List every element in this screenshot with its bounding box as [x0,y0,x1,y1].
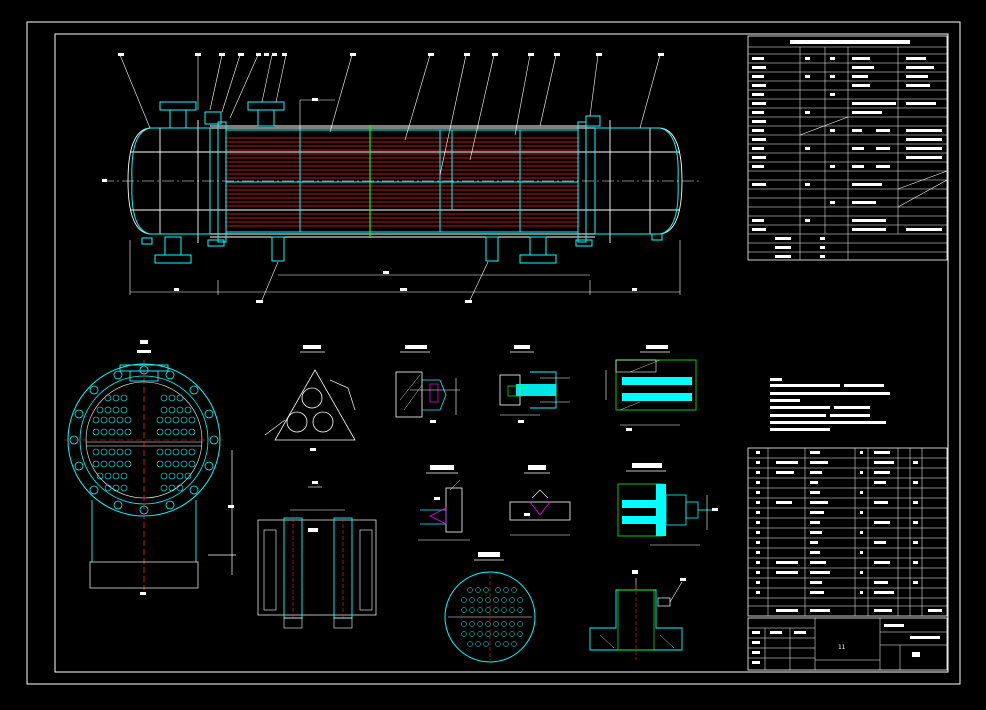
title-block: 11 [747,617,948,671]
inner-border [54,33,949,673]
detail-bolt-connection [617,463,718,546]
title-block-code: 11 [838,644,846,651]
tube-bundle [225,137,580,227]
detail-tube-pitch [264,345,356,451]
main-elevation-view [102,53,700,303]
detail-tubesheet-layout [444,552,536,663]
detail-saddle-support [589,570,686,660]
design-spec-table [747,35,948,261]
outer-border [26,21,961,685]
technical-notes [770,378,890,431]
detail-weld-2 [499,345,570,423]
detail-flange-joint [605,345,697,431]
detail-weld-1 [395,345,460,423]
end-view-flange [64,340,236,595]
detail-section-view [257,481,377,629]
detail-weld-3 [418,465,470,541]
parts-list-table [747,447,948,617]
detail-weld-4 [509,465,571,536]
